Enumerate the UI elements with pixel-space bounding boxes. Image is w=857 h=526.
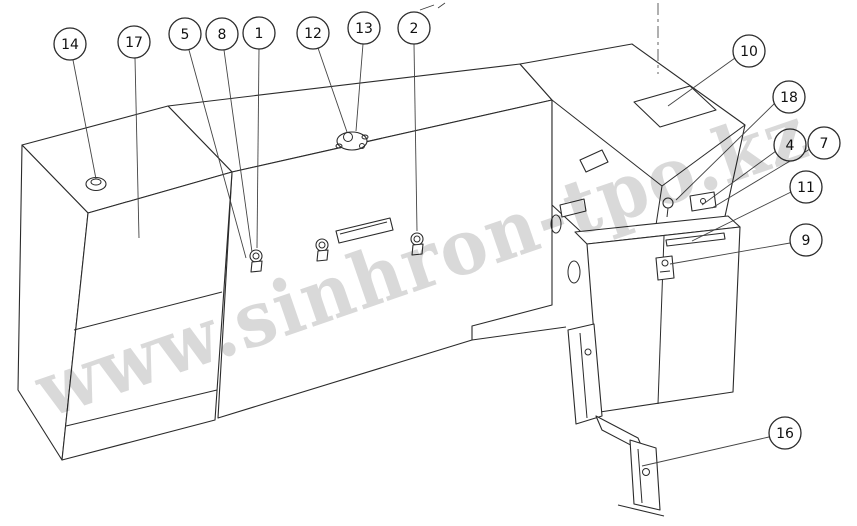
callout-balloon-10: 10 bbox=[732, 34, 766, 68]
callout-label: 18 bbox=[780, 90, 798, 106]
leader-line-8 bbox=[223, 49, 253, 253]
leader-line-2 bbox=[413, 43, 418, 232]
junction-parts bbox=[550, 149, 717, 284]
callout-label: 11 bbox=[797, 180, 815, 196]
small-bracket bbox=[579, 149, 609, 173]
step-channel bbox=[567, 323, 603, 425]
step-foot-hole bbox=[642, 468, 650, 476]
callout-label: 16 bbox=[776, 426, 794, 442]
callout-balloon-17: 17 bbox=[117, 25, 151, 59]
frame-hole bbox=[550, 214, 562, 234]
tank-seam-line bbox=[73, 291, 223, 331]
tank-lower-seam-line bbox=[65, 389, 218, 427]
callout-balloon-2: 2 bbox=[397, 11, 431, 45]
callout-label: 2 bbox=[410, 21, 419, 37]
step-foot-inner bbox=[637, 448, 643, 504]
callout-label: 4 bbox=[786, 138, 795, 154]
latch-slot bbox=[659, 270, 671, 273]
bolt bbox=[410, 232, 424, 256]
callout-balloon-13: 13 bbox=[347, 11, 381, 45]
leader-line-17 bbox=[134, 57, 140, 239]
callout-balloon-9: 9 bbox=[789, 223, 823, 257]
frame-beam bbox=[167, 63, 567, 419]
leader-line-4 bbox=[701, 150, 777, 206]
callout-label: 17 bbox=[125, 35, 143, 51]
callout-label: 8 bbox=[218, 27, 227, 43]
callout-balloon-4: 4 bbox=[773, 128, 807, 162]
callout-balloon-16: 16 bbox=[768, 416, 802, 450]
leader-line-12 bbox=[317, 47, 348, 133]
breather-lug-left bbox=[335, 143, 343, 149]
cover-plate-inner bbox=[339, 221, 388, 235]
leader-line-5 bbox=[188, 49, 247, 259]
console-ridge-right bbox=[661, 124, 746, 187]
step-channel-inner bbox=[579, 332, 588, 419]
callout-balloon-14: 14 bbox=[53, 27, 87, 61]
leader-line-1 bbox=[256, 48, 260, 249]
hinge-plate bbox=[689, 191, 717, 212]
callout-balloon-18: 18 bbox=[772, 80, 806, 114]
leader-line-18 bbox=[675, 102, 776, 201]
step-base-line bbox=[617, 504, 665, 517]
breather-port bbox=[359, 143, 365, 149]
callout-label: 13 bbox=[355, 21, 373, 37]
callout-balloon-1: 1 bbox=[242, 16, 276, 50]
latch-hole bbox=[661, 259, 669, 267]
breather-lug-right bbox=[361, 134, 369, 140]
callout-label: 12 bbox=[304, 26, 322, 42]
callout-balloon-5: 5 bbox=[168, 17, 202, 51]
callout-label: 10 bbox=[740, 44, 758, 60]
tank-front-face bbox=[61, 171, 233, 461]
callout-label: 9 bbox=[802, 233, 811, 249]
callout-balloons: 14 17 5 8 1 12 13 2 bbox=[53, 11, 841, 450]
callout-label: 5 bbox=[181, 27, 190, 43]
callout-label: 14 bbox=[61, 37, 79, 53]
hinge-hole bbox=[700, 198, 706, 204]
bolt bbox=[315, 238, 329, 262]
leader-line-9 bbox=[669, 242, 791, 265]
bolt bbox=[249, 249, 263, 273]
breather-valve bbox=[335, 131, 369, 151]
leader-line-13 bbox=[355, 43, 364, 132]
callout-balloon-8: 8 bbox=[205, 17, 239, 51]
bolt-group bbox=[249, 217, 424, 273]
leader-line-14 bbox=[72, 59, 97, 180]
fuel-tank bbox=[17, 105, 233, 461]
callout-label: 1 bbox=[255, 26, 264, 42]
step-bracket bbox=[567, 323, 665, 517]
tiny-mark bbox=[419, 4, 435, 11]
access-hole bbox=[633, 85, 717, 128]
tiny-mark bbox=[437, 2, 446, 9]
beam-bottom-edge bbox=[471, 326, 567, 341]
battery-box bbox=[574, 215, 741, 413]
breather-cap bbox=[343, 132, 353, 142]
console-ridge-left bbox=[551, 99, 663, 187]
latch bbox=[655, 255, 675, 281]
leader-line-11 bbox=[691, 191, 792, 242]
console-box bbox=[519, 43, 746, 243]
small-plate bbox=[559, 198, 587, 218]
leader-line-10 bbox=[667, 57, 736, 107]
callout-label: 7 bbox=[820, 136, 829, 152]
leader-lines bbox=[72, 43, 811, 467]
frame-hole bbox=[567, 260, 581, 284]
leader-line-16 bbox=[641, 436, 770, 467]
callout-balloon-12: 12 bbox=[296, 16, 330, 50]
step-hole bbox=[584, 348, 592, 356]
callout-balloon-11: 11 bbox=[789, 170, 823, 204]
callout-balloon-7: 7 bbox=[807, 126, 841, 160]
knob-stem bbox=[666, 207, 669, 218]
reference-marks bbox=[419, 2, 659, 74]
